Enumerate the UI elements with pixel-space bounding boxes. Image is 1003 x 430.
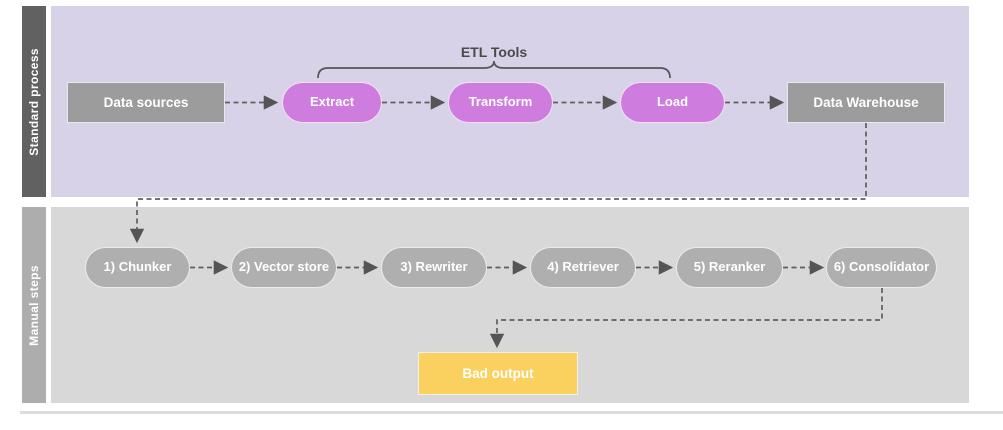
lane-header-manual-steps: Manual steps <box>22 207 46 403</box>
node-transform: Transform <box>448 82 553 123</box>
node-data-sources: Data sources <box>67 82 225 123</box>
node-rewriter: 3) Rewriter <box>381 247 487 288</box>
node-data-warehouse: Data Warehouse <box>787 82 945 123</box>
node-chunker: 1) Chunker <box>85 247 190 288</box>
node-consolidator: 6) Consolidator <box>826 247 937 288</box>
node-load: Load <box>620 82 725 123</box>
node-reranker: 5) Reranker <box>676 247 783 288</box>
node-extract: Extract <box>282 82 382 123</box>
lane-label-standard-process: Standard process <box>27 47 41 156</box>
node-retriever: 4) Retriever <box>530 247 636 288</box>
lane-label-manual-steps: Manual steps <box>27 264 41 346</box>
node-vector-store: 2) Vector store <box>231 247 337 288</box>
lane-header-standard-process: Standard process <box>22 6 46 197</box>
etl-tools-group-label: ETL Tools <box>460 44 528 60</box>
bottom-divider <box>20 411 1003 414</box>
node-bad-output: Bad output <box>418 352 578 395</box>
